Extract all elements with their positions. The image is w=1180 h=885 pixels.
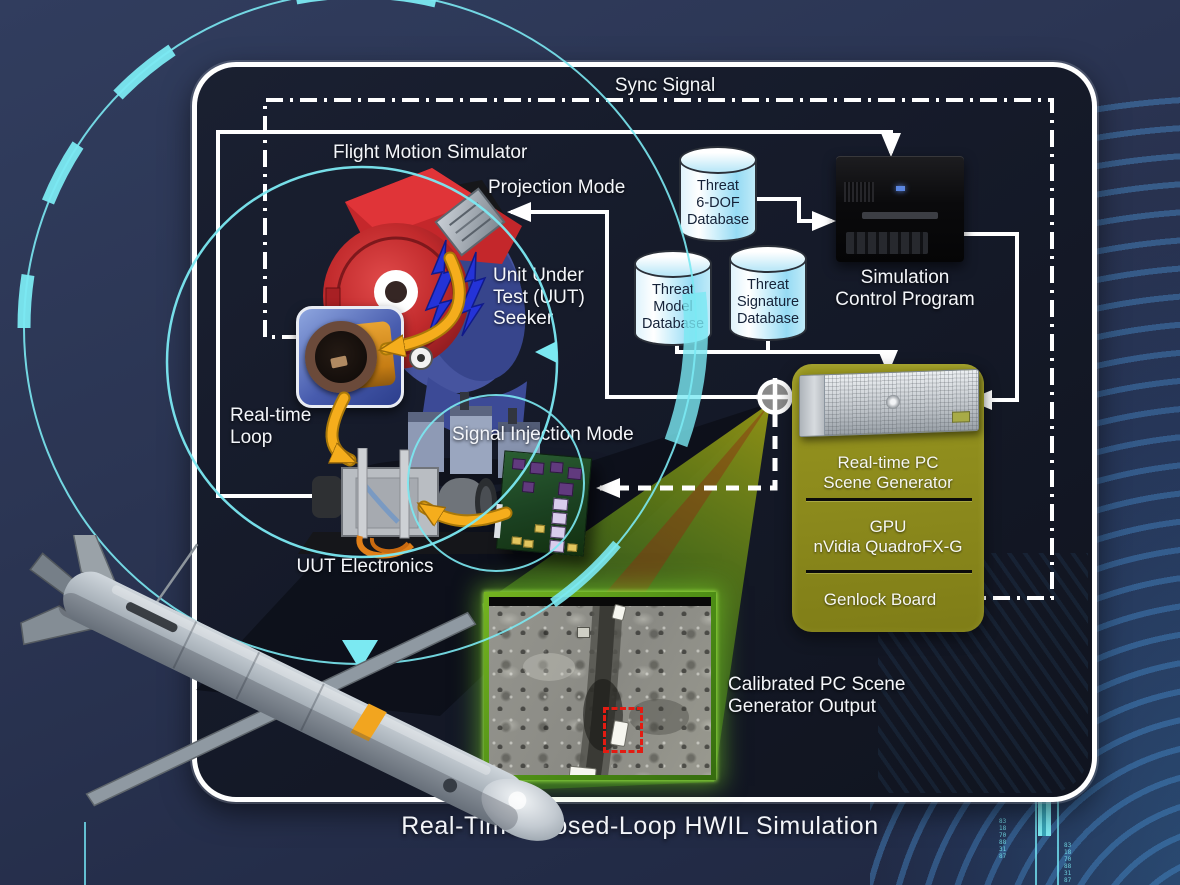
crosshair-icon [756,378,794,416]
sixdof-to-control-line [757,197,836,231]
sync-signal-line [263,98,1054,608]
missile-graphic [20,535,565,841]
fms-ring [165,165,559,559]
ring-triangle-icon [535,341,557,363]
side-digits-decoration: 831870883187 [999,818,1007,860]
signal-injection-line [596,414,778,498]
side-digits-decoration: 831870883187 [1064,842,1072,884]
tech-line-decoration [84,822,86,885]
uut-to-control-line [216,130,901,498]
ring-triangle-icon [342,640,378,670]
dark-wedge-shadow [196,403,770,716]
control-to-scenegen-line [962,232,1019,410]
